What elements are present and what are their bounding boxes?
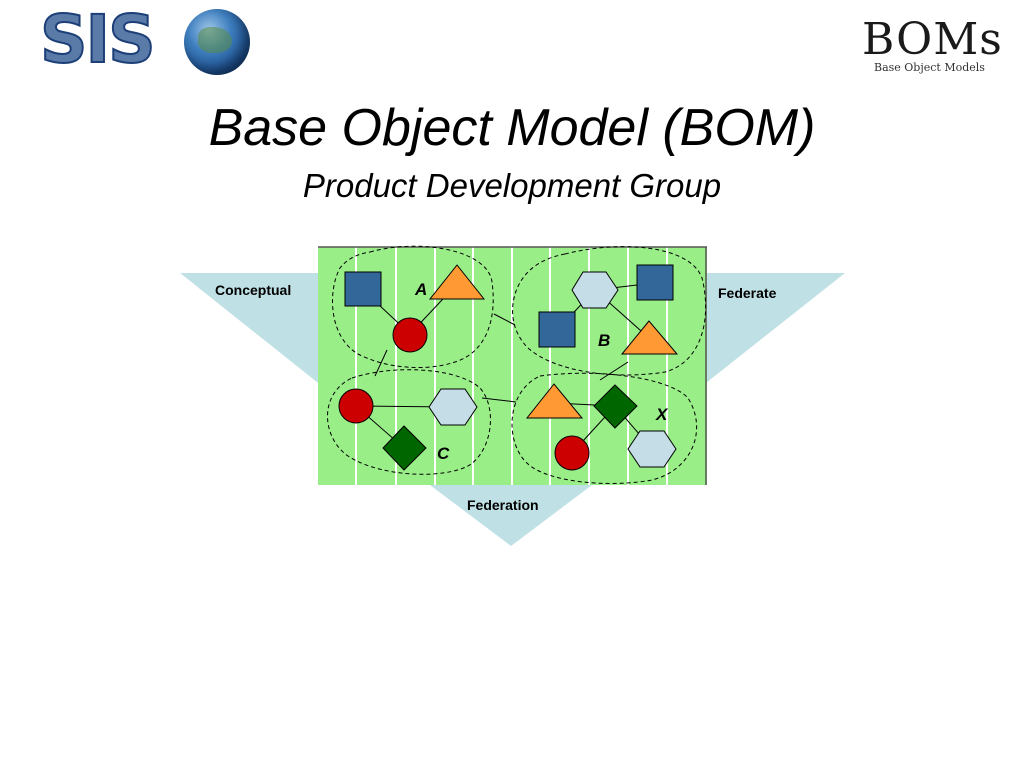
group-connectors bbox=[374, 313, 629, 403]
group-x-circle bbox=[554, 435, 590, 471]
group-a-boundary bbox=[332, 245, 494, 369]
group-c-hexagon bbox=[428, 388, 478, 426]
group-b-square-top bbox=[636, 264, 674, 301]
siso-logo-text: SIS bbox=[39, 1, 157, 78]
conceptual-label: Conceptual bbox=[215, 282, 291, 298]
group-c-label: C bbox=[437, 444, 450, 463]
group-x-boundary bbox=[511, 372, 697, 484]
group-c-boundary bbox=[327, 369, 491, 475]
conceptual-triangle bbox=[180, 273, 332, 394]
group-a-square bbox=[344, 271, 382, 307]
group-a-label: A bbox=[414, 280, 427, 299]
boms-logo-subtitle: Base Object Models bbox=[874, 61, 985, 74]
group-a-triangle bbox=[428, 264, 486, 300]
boms-logo: BOMs Base Object Models bbox=[862, 16, 1004, 78]
group-x-label: X bbox=[655, 405, 669, 424]
slide-title: Base Object Model (BOM) bbox=[208, 99, 816, 157]
group-x-hexagon bbox=[627, 430, 677, 468]
group-c-diamond bbox=[382, 425, 427, 471]
group-c-circle bbox=[338, 388, 374, 424]
group-b-boundary bbox=[512, 246, 707, 376]
federation-triangle bbox=[430, 485, 592, 546]
group-b-label: B bbox=[598, 331, 610, 350]
group-b-square-bottom bbox=[538, 311, 576, 348]
globe-icon bbox=[184, 9, 250, 75]
federate-triangle bbox=[692, 273, 845, 394]
federate-label: Federate bbox=[718, 285, 777, 301]
group-x-triangle bbox=[525, 383, 584, 419]
siso-logo: SIS bbox=[39, 1, 250, 78]
group-a-circle bbox=[392, 317, 428, 353]
slide-subtitle: Product Development Group bbox=[302, 167, 722, 204]
group-b-hexagon bbox=[571, 271, 619, 309]
group-b-triangle bbox=[620, 320, 679, 355]
federation-label: Federation bbox=[467, 497, 539, 513]
boms-logo-text: BOMs bbox=[862, 14, 1003, 65]
group-x-diamond bbox=[593, 384, 638, 429]
group-boundaries bbox=[327, 245, 707, 484]
